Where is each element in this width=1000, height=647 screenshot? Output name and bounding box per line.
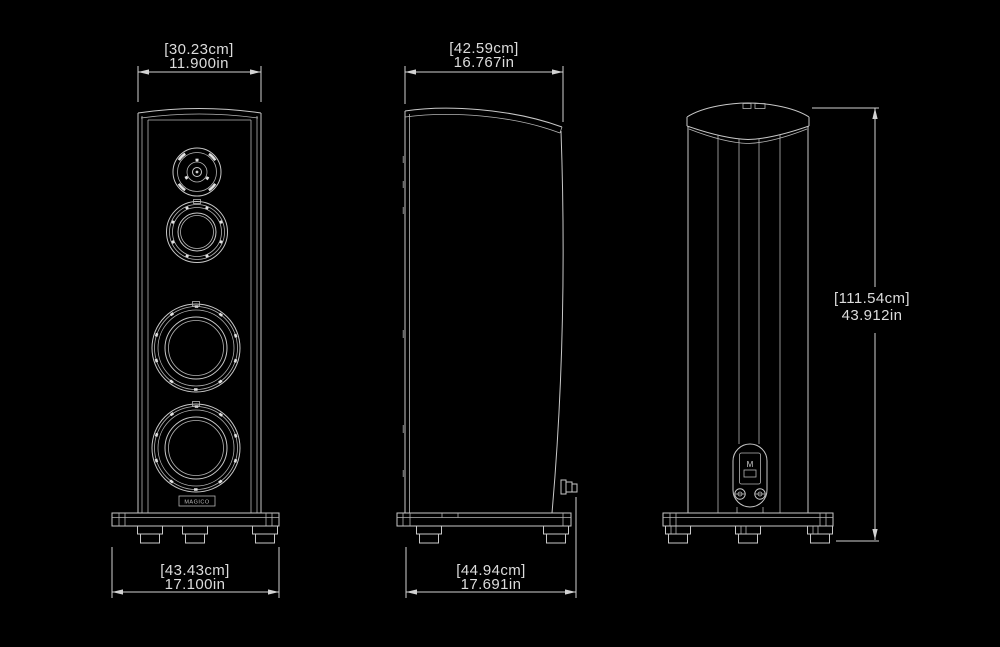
front-width-dimension: [30.23cm] 11.900in	[137, 41, 262, 102]
side-base-plate	[396, 512, 572, 527]
rear-top-cap	[686, 102, 810, 144]
speaker-foot	[137, 525, 163, 544]
terminal-plate: M	[732, 443, 768, 508]
side-view: [42.59cm] 16.767in	[396, 40, 578, 598]
top-handle-detail	[754, 103, 766, 109]
speaker-foot	[807, 525, 833, 544]
height-dimension: [111.54cm] 43.912in	[812, 107, 910, 542]
rear-view: M	[662, 102, 910, 544]
front-view: [30.23cm] 11.900in	[111, 41, 280, 598]
binding-post	[734, 488, 746, 500]
speaker-foot	[543, 525, 569, 544]
base-depth-in-label: 17.691in	[461, 576, 522, 593]
base-width-in-label: 17.100in	[165, 576, 226, 593]
speaker-foot	[735, 525, 761, 544]
magico-logo-icon: M	[747, 460, 754, 469]
midrange-driver	[166, 199, 228, 263]
front-width-cm-label: [30.23cm]	[164, 41, 233, 58]
tweeter	[172, 147, 222, 197]
front-base-plate	[111, 512, 280, 527]
binding-post-side	[560, 479, 578, 495]
woofer-upper	[151, 301, 241, 393]
base-depth-cm-label: [44.94cm]	[456, 562, 525, 579]
top-handle-detail	[742, 103, 752, 109]
depth-in-label: 16.767in	[454, 54, 515, 71]
front-cabinet	[137, 108, 262, 513]
height-in-label: 43.912in	[842, 307, 903, 324]
woofer-lower	[151, 401, 241, 493]
badge-label: MAGICO	[184, 500, 210, 506]
rear-base-plate	[662, 512, 834, 527]
front-width-in-label: 11.900in	[169, 55, 229, 72]
speaker-foot	[416, 525, 442, 544]
rear-cabinet	[687, 126, 809, 513]
depth-cm-label: [42.59cm]	[449, 40, 518, 57]
binding-post	[754, 488, 766, 500]
height-cm-label: [111.54cm]	[834, 290, 910, 307]
speaker-foot	[182, 525, 208, 544]
depth-dimension: [42.59cm] 16.767in	[404, 40, 564, 122]
speaker-foot	[252, 525, 278, 544]
base-width-dimension: [43.43cm] 17.100in	[111, 547, 280, 598]
side-cabinet	[402, 107, 564, 514]
base-width-cm-label: [43.43cm]	[160, 562, 229, 579]
base-depth-dimension: [44.94cm] 17.691in	[405, 497, 577, 598]
speaker-foot	[665, 525, 691, 544]
magico-badge: MAGICO	[178, 495, 216, 507]
